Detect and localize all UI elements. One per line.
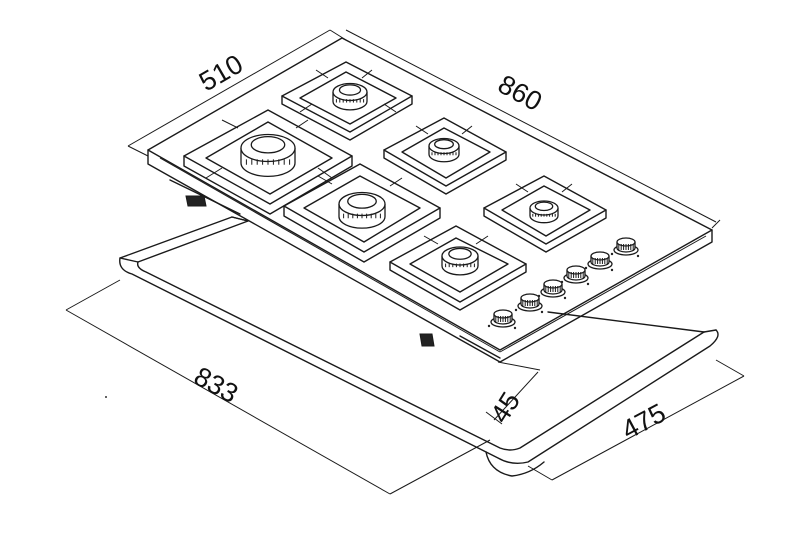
dimension-label-860: 860 [493,69,547,117]
knob-4[interactable] [560,265,590,286]
pan-support-right [483,175,607,253]
pan-support-front [389,225,527,311]
dimension-label-833: 833 [189,361,243,409]
pan-supports [183,61,607,311]
fixing-clip-front [419,333,435,347]
burner-front [441,246,479,276]
knob-6[interactable] [610,237,640,258]
dimension-label-45: 45 [485,387,526,428]
pan-support-large [183,109,353,215]
burner-rear-right [428,137,460,163]
burner-large-left [240,133,296,177]
knob-3[interactable] [537,279,567,300]
pan-support-center [283,163,441,263]
knob-2[interactable] [514,293,544,314]
dimension-labels: 510 860 833 475 45 [189,49,671,446]
burner-right [529,200,559,224]
burners [240,82,559,276]
dimension-label-510: 510 [194,49,248,98]
burner-rear-left [332,82,368,111]
dimension-label-475: 475 [617,398,671,446]
stray-dot [105,396,107,398]
hob-top [147,37,713,363]
knob-5[interactable] [584,251,614,272]
pan-support-rear [281,61,413,141]
dimension-lines [65,29,745,495]
cutout-frame [119,216,719,477]
pan-support-right-rear [383,117,507,195]
control-knobs [487,237,640,330]
fixing-clip-left [185,195,207,207]
knob-1[interactable] [487,309,517,330]
burner-center [338,191,386,229]
